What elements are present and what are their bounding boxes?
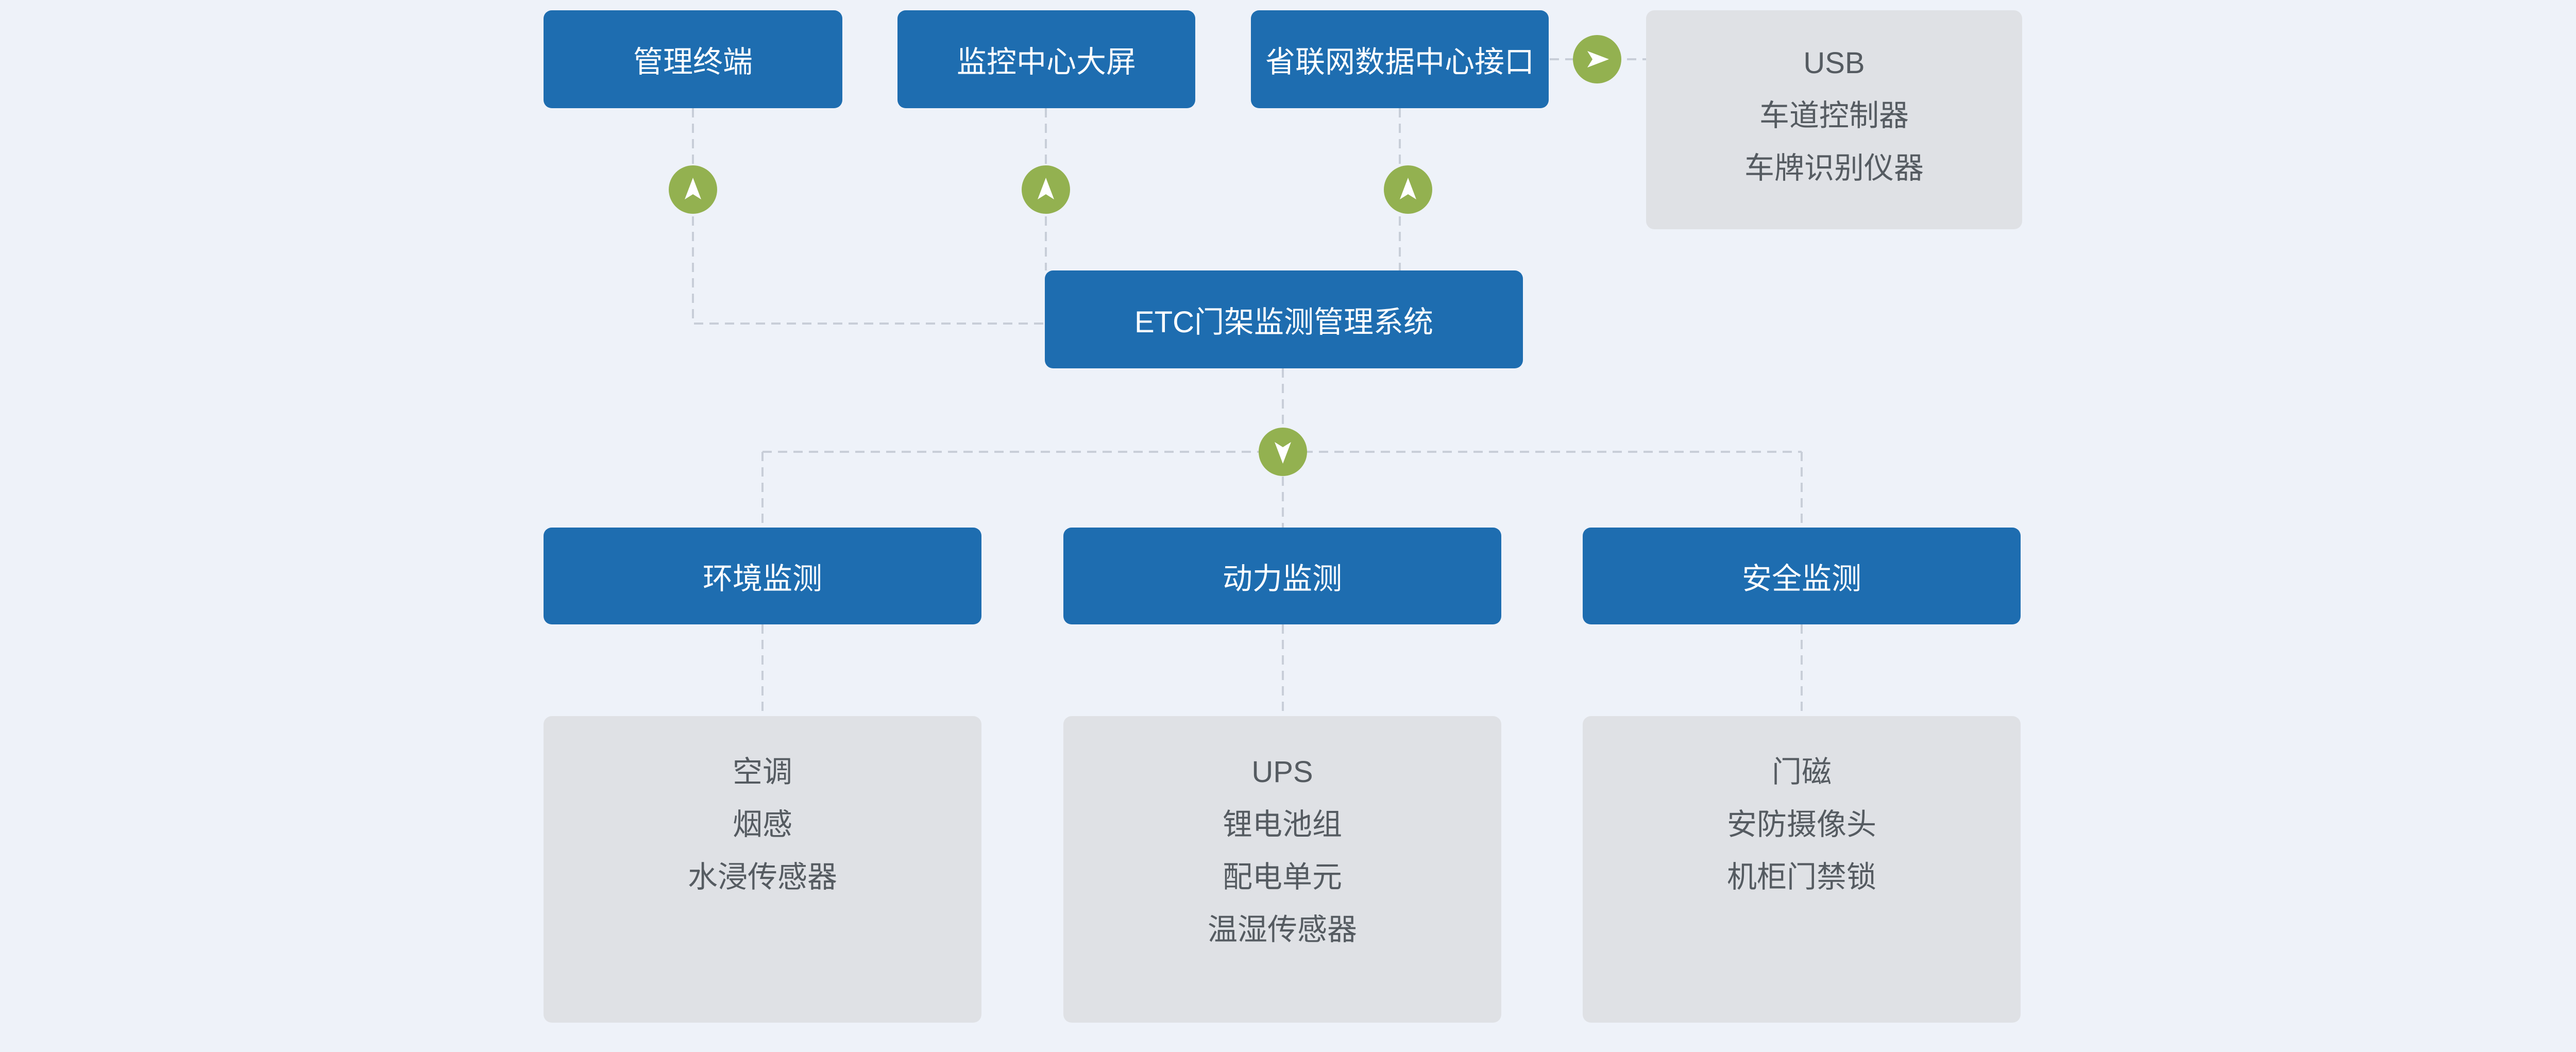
- arrow-right-icon: [1573, 35, 1621, 83]
- env-item: 空调: [732, 755, 792, 789]
- security-category-label: 安全监测: [1741, 562, 1861, 596]
- env-category-label: 环境监测: [702, 562, 822, 596]
- arrow-up-icon: [669, 165, 717, 214]
- security-item: 安防摄像头: [1726, 808, 1876, 841]
- provincial-box: 省联网数据中心接口: [1251, 10, 1549, 108]
- provincial-label: 省联网数据中心接口: [1265, 45, 1534, 79]
- env-items-panel: 空调 烟感 水浸传感器: [544, 716, 981, 1023]
- power-item: UPS: [1251, 755, 1313, 789]
- arrow-up-icon: [1384, 165, 1432, 214]
- external-item: 车道控制器: [1759, 99, 1909, 132]
- env-item: 烟感: [732, 808, 792, 841]
- terminal-label: 管理终端: [633, 45, 753, 79]
- power-items-panel: UPS 锂电池组 配电单元 温湿传感器: [1063, 716, 1501, 1023]
- arrow-down-icon: [1259, 428, 1307, 476]
- security-items-panel: 门磁 安防摄像头 机柜门禁锁: [1583, 716, 2021, 1023]
- power-category-label: 动力监测: [1222, 562, 1342, 596]
- power-item: 温湿传感器: [1207, 913, 1357, 946]
- screen-box: 监控中心大屏: [897, 10, 1195, 108]
- connector-terminal: [692, 108, 1046, 325]
- center-system-box: ETC门架监测管理系统: [1045, 270, 1523, 368]
- center-system-title: ETC门架监测管理系统: [1134, 306, 1433, 339]
- env-category-box: 环境监测: [544, 528, 981, 624]
- external-panel: USB 车道控制器 车牌识别仪器: [1646, 10, 2022, 229]
- arrow-up-icon: [1022, 165, 1070, 214]
- power-category-box: 动力监测: [1063, 528, 1501, 624]
- security-category-box: 安全监测: [1583, 528, 2021, 624]
- terminal-box: 管理终端: [544, 10, 842, 108]
- power-item: 配电单元: [1222, 860, 1342, 894]
- security-item: 门磁: [1771, 755, 1832, 789]
- external-item: USB: [1803, 46, 1865, 80]
- env-item: 水浸传感器: [687, 860, 837, 894]
- external-item: 车牌识别仪器: [1744, 151, 1924, 185]
- screen-label: 监控中心大屏: [956, 45, 1136, 79]
- power-item: 锂电池组: [1222, 808, 1342, 841]
- security-item: 机柜门禁锁: [1726, 860, 1876, 894]
